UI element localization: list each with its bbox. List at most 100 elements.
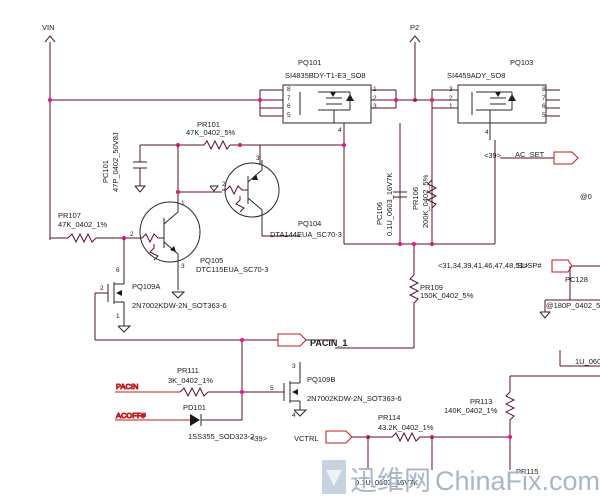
pr107-value: 47K_0402_1% — [58, 220, 108, 229]
pq109b-ref: PQ109B — [307, 375, 335, 384]
svg-text:4: 4 — [338, 127, 342, 134]
pq109b-pin4: 4 — [292, 412, 296, 419]
pq105-part: DTC115EUA_SC70-3 — [196, 265, 268, 274]
svg-text:2: 2 — [373, 95, 377, 102]
pc101-value: 47P_0402_50V8J — [111, 132, 120, 192]
pq104-ground — [209, 185, 220, 192]
pq109a-ref: PQ109A — [132, 282, 160, 291]
pq103-pin-numbers: 3 2 1 8 7 6 5 4 — [449, 86, 546, 136]
pr106-value: 200K_0402_5% — [421, 174, 430, 228]
net-label-ac-set: AC_SET — [515, 150, 545, 159]
svg-text:2: 2 — [449, 95, 453, 102]
pq105-pin3: 3 — [181, 263, 185, 270]
pq109a-pin2: 2 — [100, 285, 104, 292]
net-label-vctrl: VCTRL — [294, 434, 319, 443]
svg-text:3: 3 — [449, 86, 453, 93]
pq105-pin2: 2 — [130, 231, 134, 238]
vctrl-port — [325, 430, 510, 470]
offpage-ref-39-bottom: <39> — [250, 434, 268, 443]
svg-text:8: 8 — [542, 86, 546, 93]
svg-text:8: 8 — [287, 86, 291, 93]
pr101-ref: PR101 — [197, 120, 220, 129]
pq109a-pin1: 1 — [116, 313, 120, 320]
svg-text:7: 7 — [542, 95, 546, 102]
pc101-capacitor — [133, 144, 178, 193]
pq109b-mosfet — [280, 362, 308, 417]
pc101-ref: PC101 — [101, 160, 110, 183]
misc-1u-label: 1U_0603 — [575, 357, 600, 366]
pr107-resistor — [67, 232, 126, 266]
pq104-part: DTA144EUA_SC70-3 — [270, 230, 342, 239]
pc128-ref: PC128 — [565, 275, 588, 284]
svg-text:4: 4 — [485, 129, 489, 136]
svg-text:6: 6 — [287, 103, 291, 110]
pc106-value: 0.1U_0603_16V7K — [385, 173, 394, 236]
pr111-value: 3K_0402_1% — [168, 376, 213, 385]
pq101-mosfet — [258, 84, 432, 124]
pr114-ref: PR114 — [378, 413, 400, 422]
pq101-part: SI4835BDY-T1-E3_SO8 — [285, 71, 366, 80]
pq109a-pin6: 6 — [116, 267, 120, 274]
pr106-ref: PR106 — [411, 187, 420, 210]
ac-set-port — [500, 151, 579, 165]
net-label-pacin: PACIN — [116, 382, 138, 391]
svg-text:5: 5 — [542, 112, 546, 119]
pr113-value: 140K_0402_1% — [444, 406, 498, 415]
net-label-at0: @0 — [580, 192, 592, 201]
net-label-p2: P2 — [410, 23, 419, 32]
pq103-mosfet — [430, 84, 560, 244]
svg-text:1: 1 — [373, 86, 377, 93]
pc106-capacitor — [393, 191, 407, 198]
net-label-pacin1: PACIN_1 — [310, 338, 347, 348]
pd101-part: 1SS355_SOD323-2 — [188, 432, 254, 441]
pq109b-part: 2N7002KDW-2N_SOT363-6 — [307, 394, 402, 403]
pq109b-pin3: 3 — [292, 363, 296, 370]
pq103-ref: PQ103 — [510, 58, 533, 67]
pr109-value: 150K_0402_5% — [420, 291, 474, 300]
offpage-ref-list: <31,34,39,41,46,47,48,51> — [438, 261, 529, 270]
pr109-ref: PR109 — [420, 283, 443, 292]
pq109b-pin5: 5 — [270, 385, 274, 392]
pq109a-mosfet — [94, 266, 132, 340]
pq104-ref: PQ104 — [298, 219, 321, 228]
net-label-acoff: ACOFF# — [116, 411, 146, 420]
net-label-susp: SUSP# — [517, 261, 542, 270]
pq105-transistor — [124, 195, 201, 299]
acoff-input — [115, 414, 242, 426]
watermark-logo-mark — [322, 460, 346, 494]
pr109-resistor — [335, 274, 420, 349]
pr113-ref: PR113 — [470, 397, 492, 406]
watermark-site: ChinaFix.com — [435, 466, 600, 496]
pr114-value: 43.2K_0402_1% — [378, 423, 434, 432]
svg-text:1: 1 — [449, 103, 453, 110]
pq101-pin-numbers: 8 7 6 5 1 2 3 4 — [287, 86, 377, 134]
pq105-ref: PQ105 — [200, 256, 223, 265]
vin-rail — [44, 35, 260, 240]
pr107-ref: PR107 — [58, 211, 81, 220]
svg-text:3: 3 — [373, 103, 377, 110]
watermark-logo-text: 迅维网 — [350, 466, 431, 496]
pr101-resistor — [176, 139, 346, 195]
svg-text:7: 7 — [287, 95, 291, 102]
pc106-ref: PC106 — [375, 202, 384, 225]
pq109a-part: 2N7002KDW-2N_SOT363-6 — [132, 301, 227, 310]
svg-text:6: 6 — [542, 103, 546, 110]
pq101-ref: PQ101 — [298, 58, 321, 67]
misc-cap-label: 0.1U_0603_16V7K — [355, 478, 418, 487]
pr113-resistor — [504, 375, 600, 470]
pr115-ref: PR115 — [516, 467, 538, 476]
pc128-value: @180P_0402_5 — [546, 301, 600, 310]
pq104-pin2: 2 — [222, 181, 226, 188]
pq104-transistor — [222, 160, 300, 237]
net-label-vin: VIN — [42, 23, 55, 32]
svg-text:5: 5 — [287, 112, 291, 119]
pacin-input — [115, 386, 280, 398]
p2-rail — [409, 35, 421, 102]
pq103-part: SI4459ADY_SO8 — [447, 71, 505, 80]
pq105-pin1: 1 — [181, 200, 185, 207]
susp-port — [539, 259, 600, 319]
pr111-ref: PR111 — [177, 366, 199, 375]
pacin1-net — [95, 333, 335, 420]
cap-1u-stub — [559, 350, 600, 367]
